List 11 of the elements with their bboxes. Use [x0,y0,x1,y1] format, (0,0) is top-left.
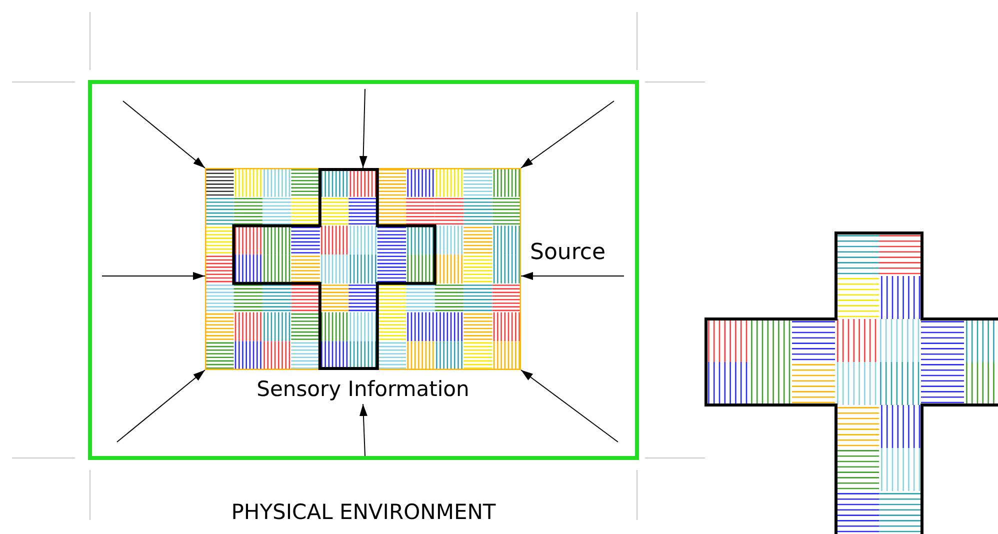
label: Source [530,240,606,265]
arrow [520,370,618,442]
arrow [520,100,614,168]
arrow [520,272,624,280]
arrow [116,370,206,442]
node-label: Sensory Information [256,376,470,402]
arrow [102,272,206,280]
arrow [359,404,368,456]
arrow [359,88,368,168]
heading: PHYSICAL ENVIRONMENT [230,500,497,524]
arrow [122,100,206,168]
